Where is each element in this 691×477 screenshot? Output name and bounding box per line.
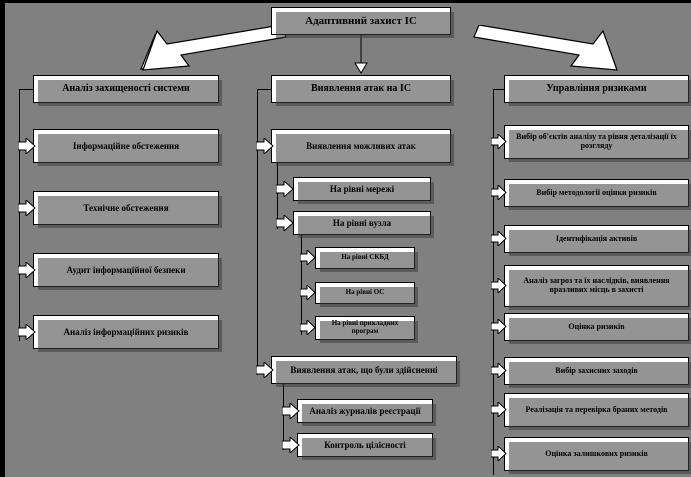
column-header-analysis[interactable]: Аналіз захищеності системи (33, 75, 222, 106)
detection-item-2[interactable]: На рівні вузла (293, 211, 434, 238)
risk-item-5[interactable]: Вибір захисних заходів (504, 357, 691, 388)
detection-item-8[interactable]: Контроль цілісності (297, 433, 436, 460)
analysis-arrow-1-icon (18, 200, 36, 216)
column-header-risk[interactable]: Управління ризиками (504, 75, 691, 106)
detection-arrow-4-icon (300, 285, 316, 300)
risk-item-4[interactable]: Оцінка ризиків (504, 313, 691, 344)
analysis-arrow-2-icon (18, 262, 36, 278)
detection-arrow-3-icon (300, 250, 316, 265)
risk-arrow-4-icon (491, 319, 507, 334)
detection-arrow-1-icon (276, 181, 294, 197)
column-header-detection[interactable]: Виявлення атак на ІС (271, 75, 454, 106)
detection-item-7[interactable]: Аналіз журналів реєстрації (297, 399, 436, 426)
detection-item-4[interactable]: На рівні ОС (315, 282, 418, 307)
detection-subspine-a (277, 163, 278, 229)
detection-arrow-7-icon (282, 403, 300, 419)
risk-item-1[interactable]: Вибір методології оцінки ризиків (504, 179, 691, 210)
risk-item-7[interactable]: Оцінка залишкових ризиків (504, 437, 691, 474)
detection-arrow-5-icon (300, 320, 316, 335)
analysis-spine (19, 89, 20, 341)
detection-item-0[interactable]: Виявлення можливих атак (271, 129, 454, 166)
analysis-item-1[interactable]: Технічне обстеження (33, 191, 222, 228)
detection-arrow-0-icon (256, 138, 274, 154)
analysis-spine-top (19, 89, 33, 90)
detection-arrow-8-icon (282, 437, 300, 453)
risk-arrow-5-icon (491, 363, 507, 378)
big-arrow-left-icon (137, 25, 287, 73)
risk-arrow-1-icon (491, 185, 507, 200)
analysis-arrow-0-icon (18, 138, 36, 154)
analysis-item-2[interactable]: Аудит інформаційної безпеки (33, 253, 222, 290)
detection-spine-top (257, 89, 271, 90)
detection-arrow-6-icon (256, 362, 274, 378)
detection-subspine-b (301, 235, 302, 335)
risk-arrow-0-icon (491, 134, 507, 149)
detection-spine (257, 89, 258, 375)
risk-arrow-3-icon (491, 278, 507, 293)
detection-item-1[interactable]: На рівні мережі (293, 177, 434, 204)
risk-item-6[interactable]: Реалізація та перевірка браних методів (504, 393, 691, 430)
risk-spine-top (493, 89, 504, 90)
risk-arrow-7-icon (491, 446, 507, 461)
detection-arrow-2-icon (276, 215, 294, 231)
risk-arrow-2-icon (491, 231, 507, 246)
risk-arrow-6-icon (491, 402, 507, 417)
risk-item-3[interactable]: Аналіз загроз та їх наслідків, виявлення… (504, 265, 691, 310)
detection-item-3[interactable]: На рівні СКБД (315, 247, 418, 272)
risk-item-0[interactable]: Вибір об'єктів аналізу та рівня деталіза… (504, 125, 691, 162)
root-node[interactable]: Адаптивний захист ІС (271, 7, 454, 38)
detection-subspine-c (283, 384, 284, 450)
analysis-item-3[interactable]: Аналіз інформаційних ризиків (33, 315, 222, 352)
big-arrow-right-icon (473, 25, 623, 73)
detection-item-6[interactable]: Виявлення атак, що були здійсненні (271, 356, 460, 387)
analysis-item-0[interactable]: Інформаційне обстеження (33, 129, 222, 166)
root-to-detection-connector (350, 35, 372, 80)
analysis-arrow-3-icon (18, 324, 36, 340)
detection-item-5[interactable]: На рівні прикладних програм (315, 316, 418, 343)
risk-item-2[interactable]: Ідентифікація активів (504, 225, 691, 256)
